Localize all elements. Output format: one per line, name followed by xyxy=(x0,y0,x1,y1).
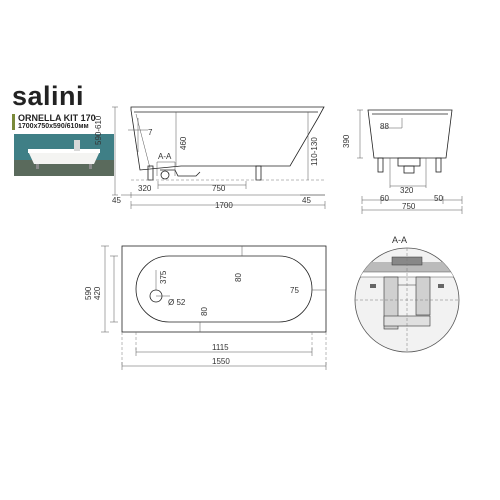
dim-plan-inner-len: 1115 xyxy=(212,343,229,352)
dim-end-right: 45 xyxy=(302,196,311,205)
dim-end-drain: 320 xyxy=(400,186,414,195)
detail-label: A-A xyxy=(392,235,408,245)
brand-logo: salini xyxy=(12,81,85,111)
dim-total-len: 1700 xyxy=(215,201,233,210)
dim-end-left: 60 xyxy=(380,194,389,203)
brand-panel: salini ORNELLA KIT 170 1700x750x590/610м… xyxy=(12,82,116,182)
model-size: 1700x750x590/610мм xyxy=(18,123,89,130)
dim-end-top: 88 xyxy=(380,122,389,131)
dim-plan-outer-len: 1550 xyxy=(212,357,230,366)
model-name: ORNELLA KIT 170 xyxy=(18,113,96,123)
dim-rim: 7 xyxy=(148,128,153,137)
brand-accent-bar xyxy=(12,114,15,130)
dim-drain-offset: 320 xyxy=(138,184,152,193)
dim-end-left: 45 xyxy=(112,196,121,205)
dim-end-right: 50 xyxy=(434,194,443,203)
dim-plan-radius: 75 xyxy=(290,286,299,295)
product-photo xyxy=(14,134,114,176)
dim-inner-len: 750 xyxy=(212,184,226,193)
dim-end-width: 750 xyxy=(402,202,416,211)
dim-plan-drain-dia: Ø 52 xyxy=(168,298,186,307)
section-label: A-A xyxy=(158,152,172,161)
